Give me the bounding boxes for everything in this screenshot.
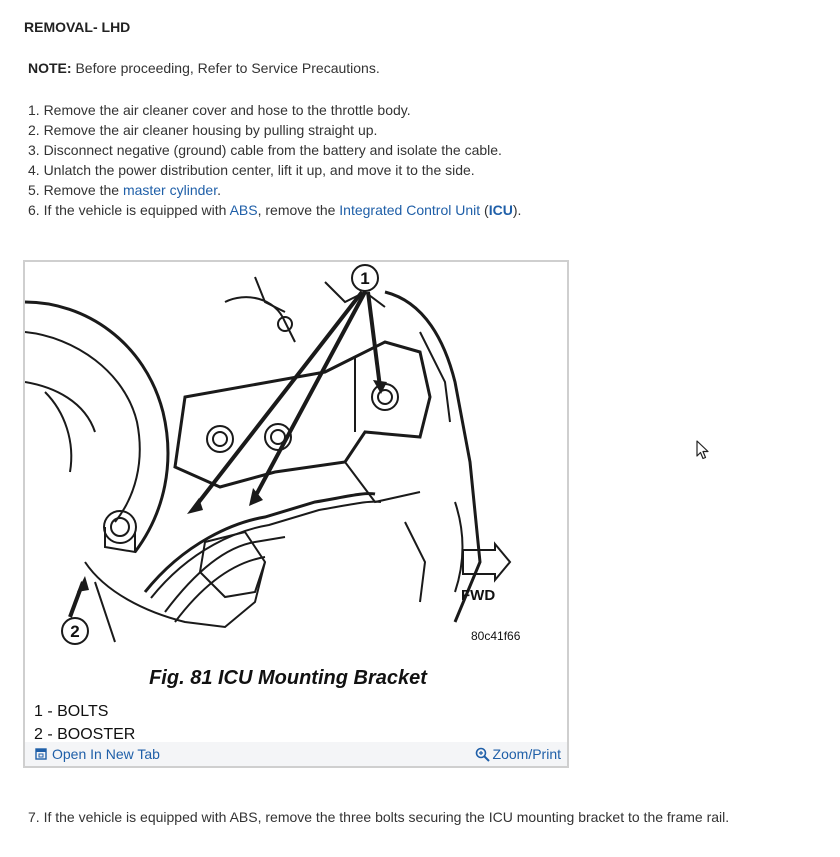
steps-list: 1. Remove the air cleaner cover and hose…	[28, 100, 521, 220]
mouse-cursor-icon	[696, 440, 709, 460]
open-new-tab-icon	[35, 748, 47, 760]
note-text: Before proceeding, Refer to Service Prec…	[71, 60, 380, 76]
step-7: 7. If the vehicle is equipped with ABS, …	[28, 809, 730, 825]
note-label: NOTE:	[28, 60, 72, 76]
zoom-print-label: Zoom/Print	[492, 746, 561, 762]
step-6: 6. If the vehicle is equipped with ABS, …	[28, 200, 521, 220]
note-paragraph: NOTE: Before proceeding, Refer to Servic…	[28, 60, 380, 76]
step-5-end: .	[217, 182, 221, 198]
open-new-tab-button[interactable]: Open In New Tab	[35, 746, 160, 762]
bracket-illustration: 1 2 FWD 80c41f66	[25, 264, 521, 645]
abs-link[interactable]: ABS	[229, 202, 258, 218]
zoom-print-button[interactable]: Zoom/Print	[475, 746, 561, 762]
step-6-end: ).	[512, 202, 522, 218]
legend-item: 2 - BOOSTER	[34, 726, 136, 743]
step-1: 1. Remove the air cleaner cover and hose…	[28, 102, 411, 118]
figure-toolbar: Open In New Tab Zoom/Print	[25, 742, 567, 766]
magnifier-icon	[475, 747, 490, 762]
step-5: 5. Remove the master cylinder.	[28, 180, 521, 200]
callout-1: 1	[360, 269, 369, 288]
section-heading: REMOVAL- LHD	[24, 19, 131, 35]
step-6-text: 6. If the vehicle is equipped with	[28, 202, 230, 218]
step-3: 3. Disconnect negative (ground) cable fr…	[28, 142, 502, 158]
step-2: 2. Remove the air cleaner housing by pul…	[28, 122, 378, 138]
callout-2: 2	[70, 622, 79, 641]
image-code: 80c41f66	[471, 629, 521, 643]
icu-link[interactable]: ICU	[488, 202, 513, 218]
legend-item: 1 - BOLTS	[34, 703, 109, 720]
open-new-tab-label: Open In New Tab	[52, 746, 160, 762]
step-6-space: (	[480, 202, 489, 218]
step-5-text: 5. Remove the	[28, 182, 123, 198]
figure-caption: Fig. 81 ICU Mounting Bracket	[149, 667, 427, 689]
step-4: 4. Unlatch the power distribution center…	[28, 162, 475, 178]
fwd-label: FWD	[461, 587, 495, 604]
master-cylinder-link[interactable]: master cylinder	[122, 182, 218, 198]
step-6-mid: , remove the	[257, 202, 340, 218]
figure-panel: 1 2 FWD 80c41f66 Fig. 81 ICU Mounting Br…	[23, 260, 569, 768]
icu-full-link[interactable]: Integrated Control Unit	[339, 202, 481, 218]
figure-legend: 1 - BOLTS 2 - BOOSTER	[34, 700, 135, 746]
